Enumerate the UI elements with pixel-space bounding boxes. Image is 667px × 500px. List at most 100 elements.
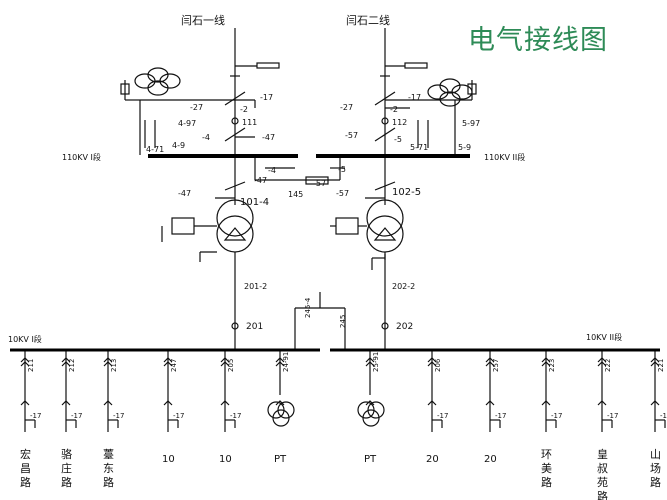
feeder-code: 212 <box>68 359 76 372</box>
feeder-switch <box>220 400 230 406</box>
feeder-switch <box>541 361 551 367</box>
tie-245: 245 <box>339 315 347 328</box>
hv-l1-4-9: 4-9 <box>172 141 185 150</box>
feeder-ground-label: -17 <box>660 412 667 420</box>
hv-l2-5-71: 5-71 <box>410 143 428 152</box>
tie-57: -57 <box>313 179 326 188</box>
hv-l2-5: -5 <box>394 135 402 144</box>
feeder-ground-label: -17 <box>113 412 124 420</box>
feeder-switch <box>103 361 113 367</box>
diagram-title: 电气接线图 <box>468 25 608 56</box>
hv-l1-4-71: 4-71 <box>146 145 164 154</box>
pt-transformer <box>362 409 380 427</box>
feeder-switch <box>597 400 607 406</box>
hv-l1-17: -17 <box>260 93 273 102</box>
bus-hv2-label: 110KV II段 <box>484 152 525 162</box>
feeder-name: 叔 <box>597 461 608 475</box>
feeder-name: 苑 <box>597 476 608 489</box>
bus-lv1-label: 10KV I段 <box>8 334 42 344</box>
feeder-switch <box>365 400 375 406</box>
tie-47: -47 <box>254 176 267 185</box>
feeder-name: 山 <box>650 448 661 461</box>
feeder-code: 221 <box>657 359 665 372</box>
feeder-switch <box>20 400 30 406</box>
bus-lv2-label: 10KV II段 <box>586 332 622 342</box>
sec-201: 201 <box>246 322 263 332</box>
feeder-name: 美 <box>541 462 552 475</box>
feeder-switch <box>650 357 660 363</box>
feeder-name: 路 <box>541 476 552 489</box>
hv-l2-5-9: 5-9 <box>458 143 471 152</box>
feeder-switch <box>163 361 173 367</box>
feeder-ground-label: -17 <box>30 412 41 420</box>
feeder-switch <box>365 361 375 367</box>
feeder-code: 25-91 <box>372 352 380 372</box>
feeder-code: 211 <box>27 359 35 372</box>
hv-l1-27: -27 <box>190 103 203 112</box>
hv-l2-5-97: 5-97 <box>462 119 480 128</box>
feeder-ground-label: -17 <box>71 412 82 420</box>
feeder-name: 庄 <box>61 461 72 475</box>
hv-l2-27: -27 <box>340 103 353 112</box>
tie-4: -4 <box>268 166 276 175</box>
feeder-ground-label: -17 <box>437 412 448 420</box>
feeder-code: 223 <box>548 359 556 372</box>
feeder-switch <box>61 357 71 363</box>
feeder-ground-label: -17 <box>173 412 184 420</box>
arrester-symbol-left <box>134 67 181 96</box>
arrester-symbol-right <box>427 78 473 107</box>
feeder-name: 路 <box>597 490 608 500</box>
hv-l1-2: -2 <box>240 105 248 114</box>
hv-l1-47: -47 <box>262 133 275 142</box>
feeder-switch <box>61 400 71 406</box>
feeder-switch <box>20 361 30 367</box>
feeder-name: 皇 <box>597 447 608 461</box>
feeder-switch <box>163 357 173 363</box>
t1-name: 101-4 <box>240 197 269 208</box>
feeder-switch <box>275 400 285 406</box>
feeder-name: 宏 <box>20 447 31 461</box>
hv-l2-112: 112 <box>392 118 407 127</box>
tie-245-4: 245-4 <box>304 297 312 318</box>
feeder-name: 环 <box>541 448 552 461</box>
tie-5: -5 <box>338 165 346 174</box>
feeder-switch <box>163 400 173 406</box>
feeder-ground-label: -17 <box>607 412 618 420</box>
sec-202: 202 <box>396 322 413 332</box>
feeder-switch <box>365 357 375 363</box>
t1-47: -47 <box>178 189 191 198</box>
feeder-switch <box>597 361 607 367</box>
feeder-name: 10 <box>219 454 232 465</box>
feeder-name: 骆 <box>61 447 72 461</box>
feeder-name: 路 <box>650 476 661 489</box>
hv-l1-4-97: 4-97 <box>178 119 196 128</box>
feeder-switch <box>61 361 71 367</box>
feeder-switch <box>485 400 495 406</box>
feeder-code: 222 <box>604 359 612 372</box>
feeder-code: 213 <box>110 359 118 372</box>
tie-145: 145 <box>288 190 303 199</box>
feeder-switch <box>275 357 285 363</box>
feeder-switch <box>650 361 660 367</box>
feeder-name: 场 <box>650 461 661 475</box>
t2-name: 102-5 <box>392 187 421 198</box>
feeder-name: 10 <box>162 454 175 465</box>
feeder-name: PT <box>364 454 377 465</box>
feeder-name: 东 <box>103 462 114 475</box>
sec-202-2: 202-2 <box>392 282 415 291</box>
feeder-switch <box>103 357 113 363</box>
feeder-ground-label: -17 <box>495 412 506 420</box>
hv-l2-2: -2 <box>390 105 398 114</box>
feeder-name: 路 <box>103 476 114 489</box>
line2-label: 闫石二线 <box>346 13 390 27</box>
sec-201-2: 201-2 <box>244 282 267 291</box>
feeder-code: 205 <box>227 359 235 372</box>
feeder-switch <box>597 357 607 363</box>
t2-57: -57 <box>336 189 349 198</box>
hv-l1-111: 111 <box>242 118 257 127</box>
feeder-switch <box>427 357 437 363</box>
line1-label: 闫石一线 <box>181 13 225 27</box>
hv-l2-17: -17 <box>408 93 421 102</box>
hv-l2-57: -57 <box>345 131 358 140</box>
